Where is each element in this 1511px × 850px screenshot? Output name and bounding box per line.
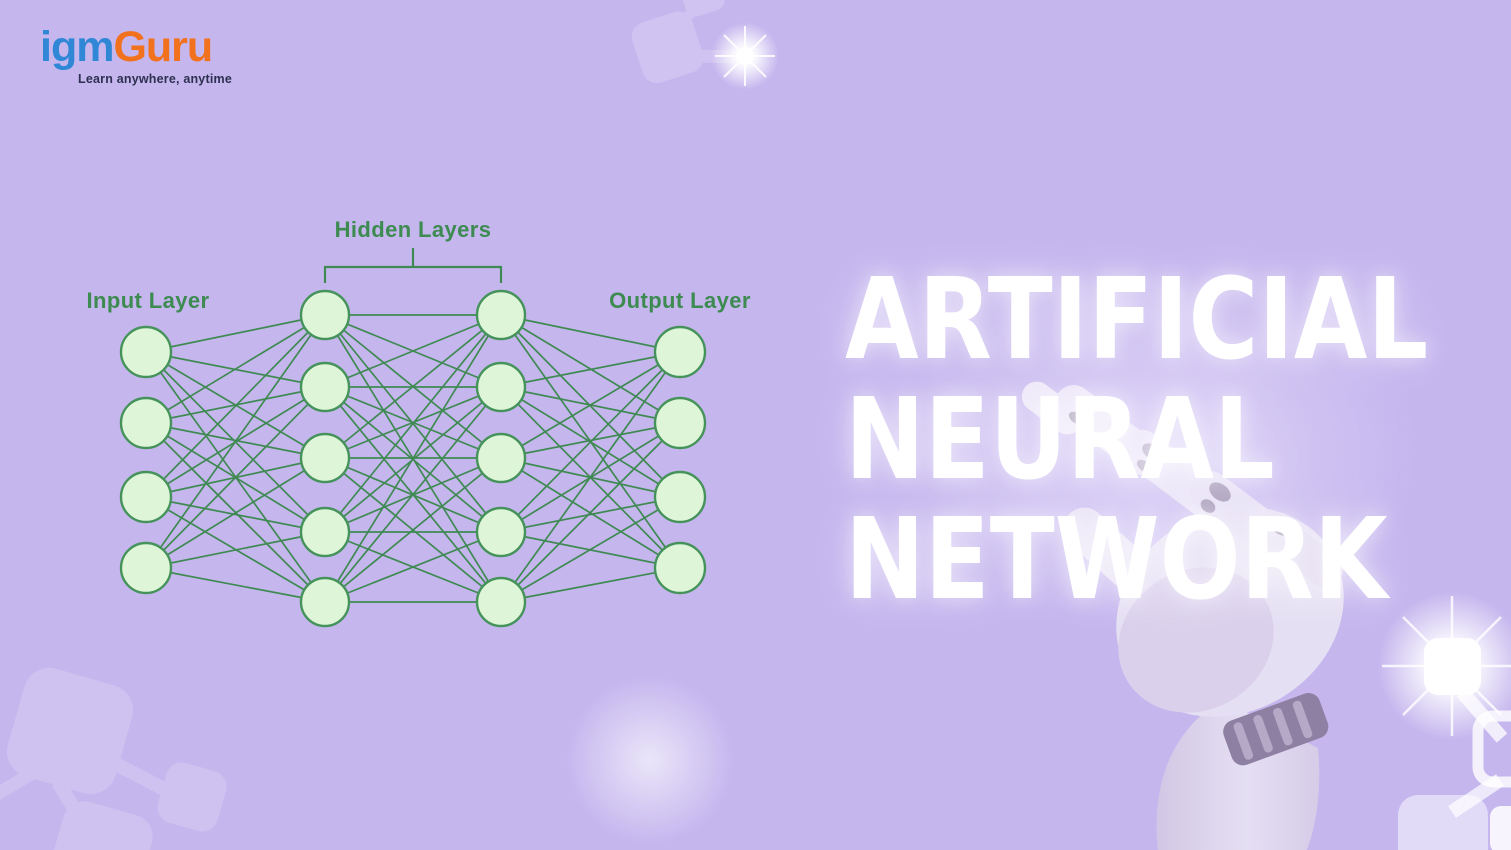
neuron-hidden-layer-2 [475, 289, 527, 341]
neuron-input-layer [119, 470, 173, 524]
neuron-hidden-layer-2 [475, 576, 527, 628]
hidden-layers-label: Hidden Layers [334, 217, 492, 242]
logo-tagline: Learn anywhere, anytime [78, 72, 232, 86]
neuron-input-layer [119, 325, 173, 379]
neuron-hidden-layer-2 [475, 432, 527, 484]
neuron-output-layer [653, 470, 707, 524]
title-line-3: NETWORK [845, 495, 1388, 625]
page-title: ARTIFICIAL NEURAL NETWORK [845, 260, 1428, 620]
soft-glow-bottom-center [565, 675, 735, 845]
logo-guru-text: Guru [113, 23, 213, 71]
neuron-output-layer [653, 541, 707, 595]
neuron-input-layer [119, 396, 173, 450]
output-layer-label: Output Layer [609, 288, 751, 313]
igmguru-logo: igmGuru Learn anywhere, anytime [40, 26, 232, 86]
logo-wordmark: igmGuru [40, 26, 232, 69]
title-line-2: NEURAL [845, 375, 1275, 505]
neural-network-edges [145, 314, 681, 603]
neuron-hidden-layer-1 [299, 361, 351, 413]
neuron-output-layer [653, 396, 707, 450]
neuron-hidden-layer-2 [475, 506, 527, 558]
neuron-hidden-layer-1 [299, 432, 351, 484]
star-glow-top-center [711, 22, 779, 90]
logo-igm-text: igm [40, 23, 114, 71]
title-line-1: ARTIFICIAL [845, 255, 1429, 385]
neuron-hidden-layer-1 [299, 576, 351, 628]
neural-network-nodes [119, 289, 707, 628]
neuron-output-layer [653, 325, 707, 379]
hidden-layers-bracket [323, 248, 503, 283]
molecule-top-center-shape [631, 0, 741, 84]
neuron-input-layer [119, 541, 173, 595]
neuron-hidden-layer-1 [299, 289, 351, 341]
molecule-bottom-left-shapes [0, 667, 227, 850]
neuron-hidden-layer-2 [475, 361, 527, 413]
neuron-hidden-layer-1 [299, 506, 351, 558]
input-layer-label: Input Layer [86, 288, 210, 313]
